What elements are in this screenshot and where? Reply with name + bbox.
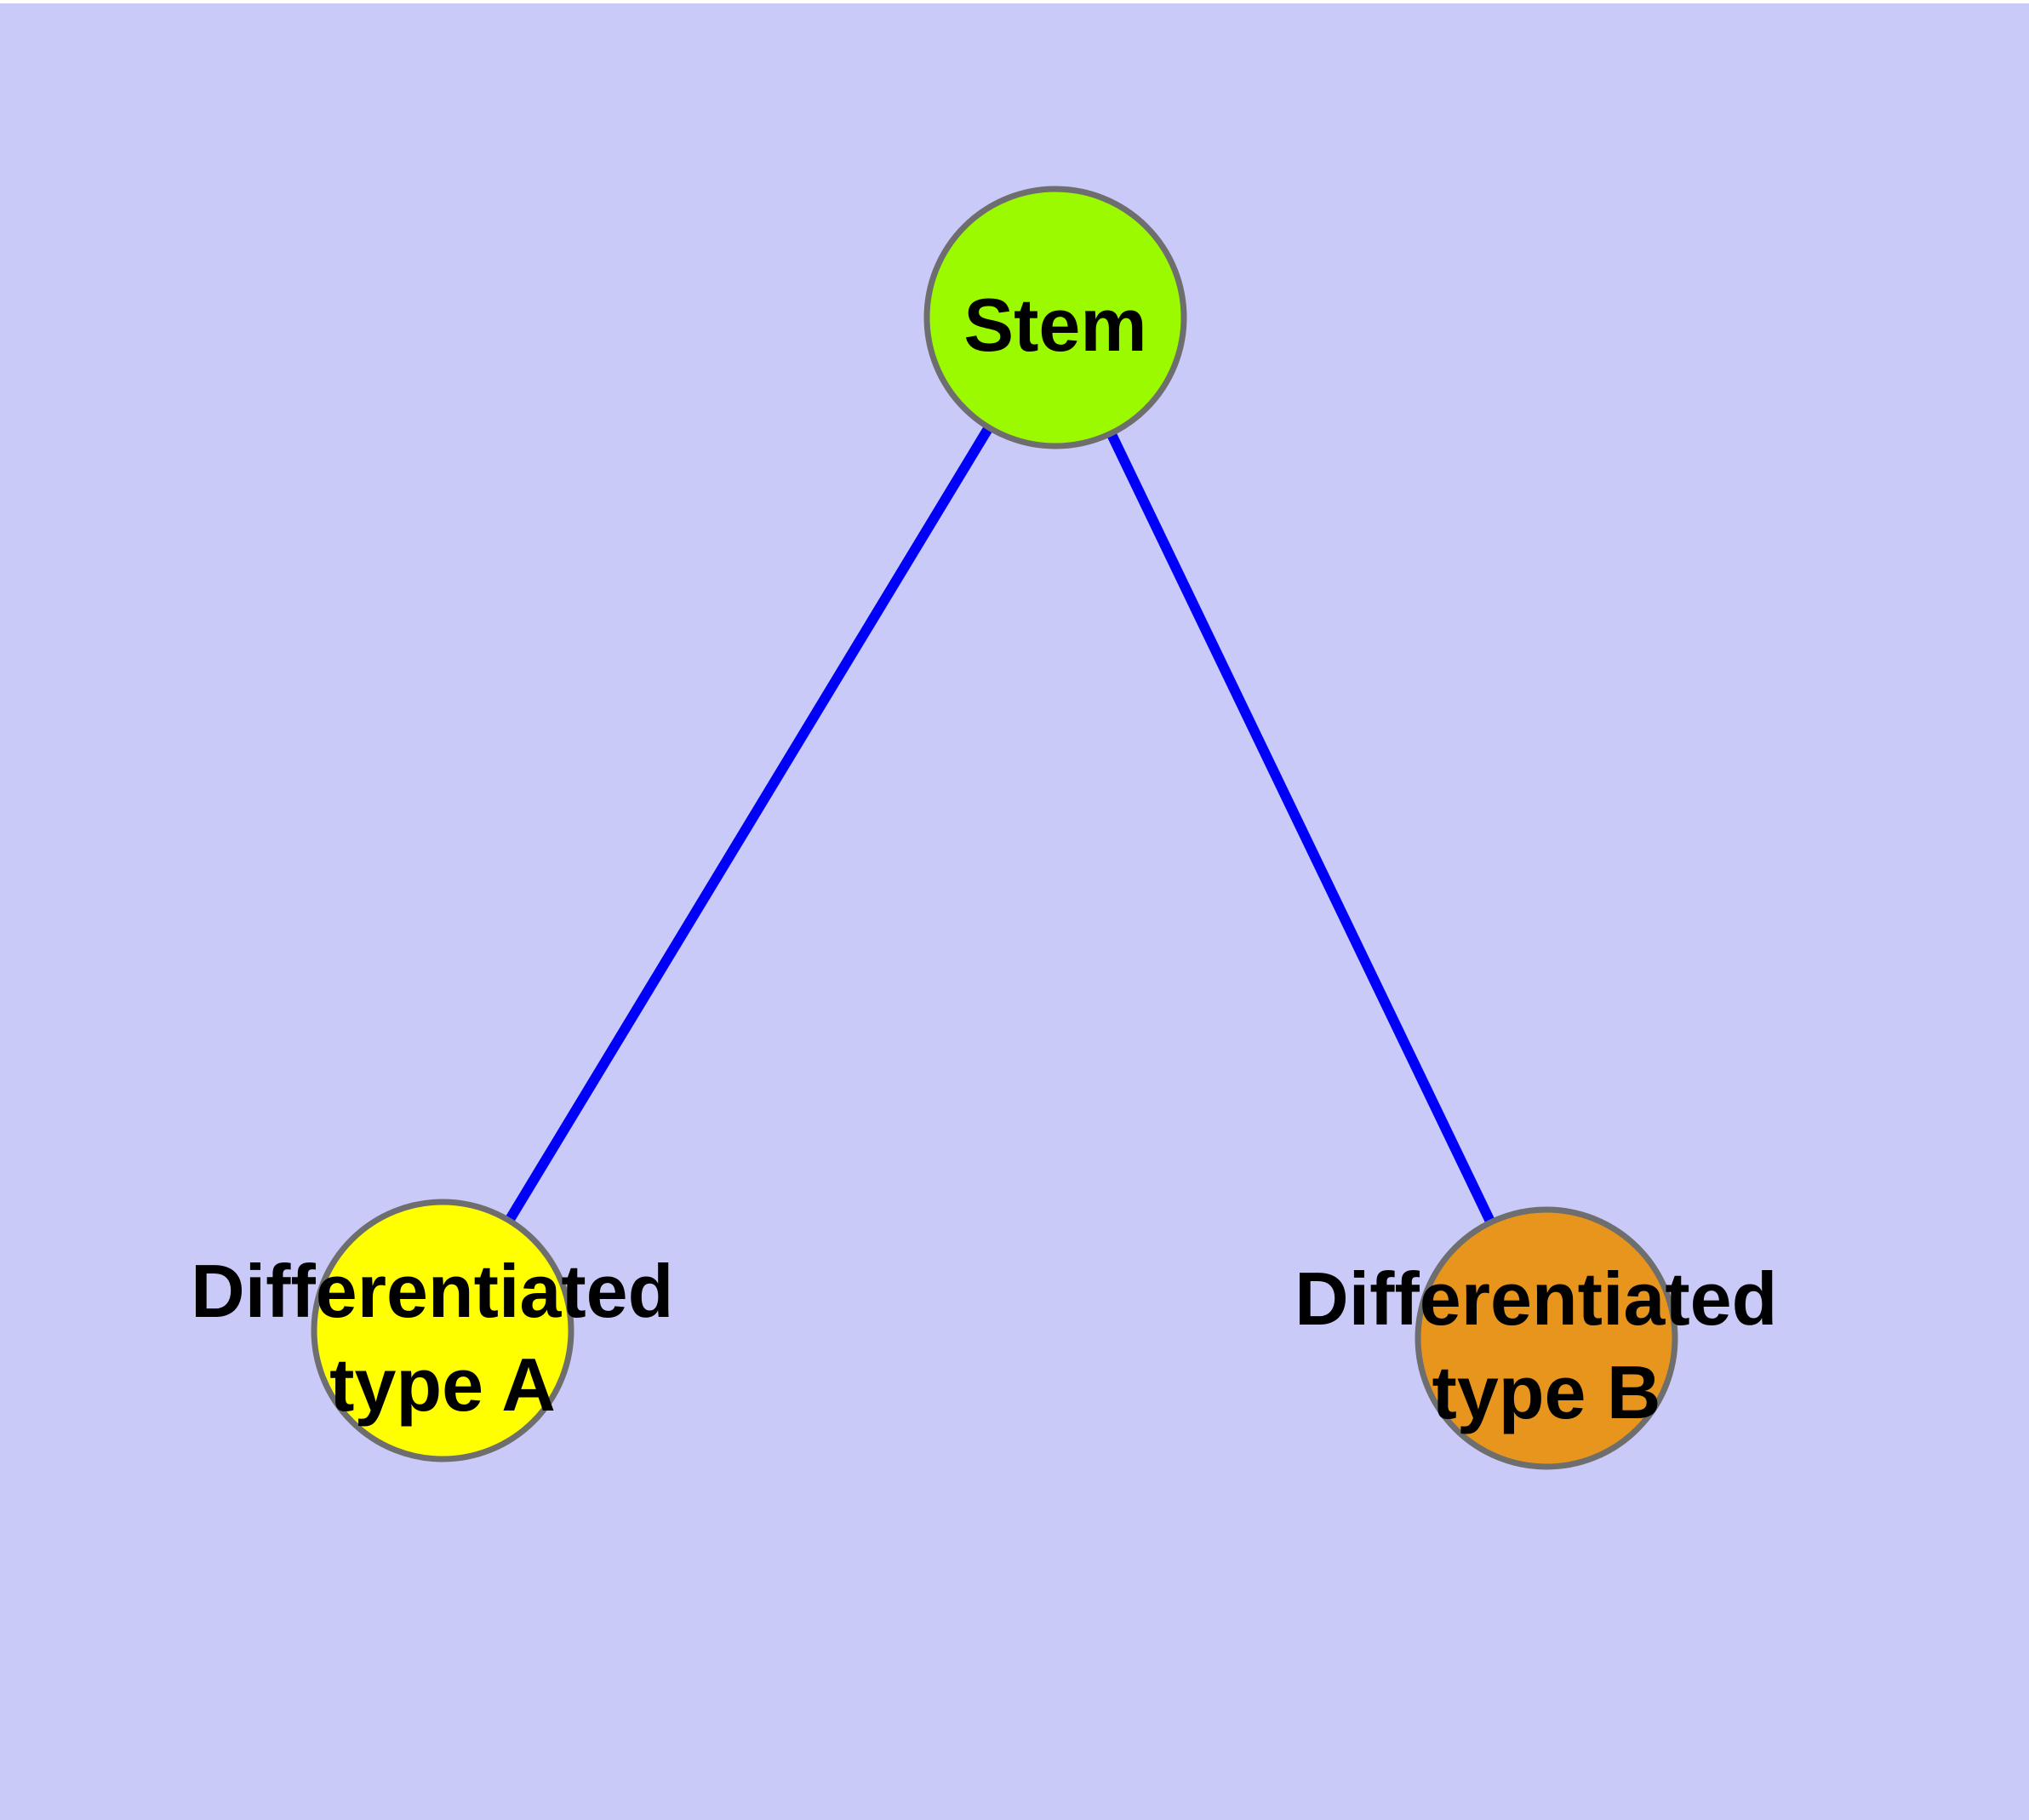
node-stem — [923, 186, 1187, 449]
node-stem-label: Stem — [963, 283, 1146, 367]
node-type-a — [311, 1199, 574, 1462]
edge-stem-to-type-b — [1050, 315, 1552, 1341]
edge-stem-to-type-a — [437, 314, 1060, 1334]
node-type-b-label-line2: type B — [1432, 1350, 1661, 1434]
node-type-b-label: Differentiated type B — [1295, 1256, 1798, 1434]
node-type-b — [1415, 1206, 1678, 1470]
node-type-b-label-line1: Differentiated — [1295, 1256, 1777, 1341]
node-type-a-label-line1: Differentiated — [191, 1249, 673, 1333]
node-type-a-label: Differentiated type A — [191, 1249, 694, 1427]
node-type-a-label-line2: type A — [329, 1342, 556, 1427]
